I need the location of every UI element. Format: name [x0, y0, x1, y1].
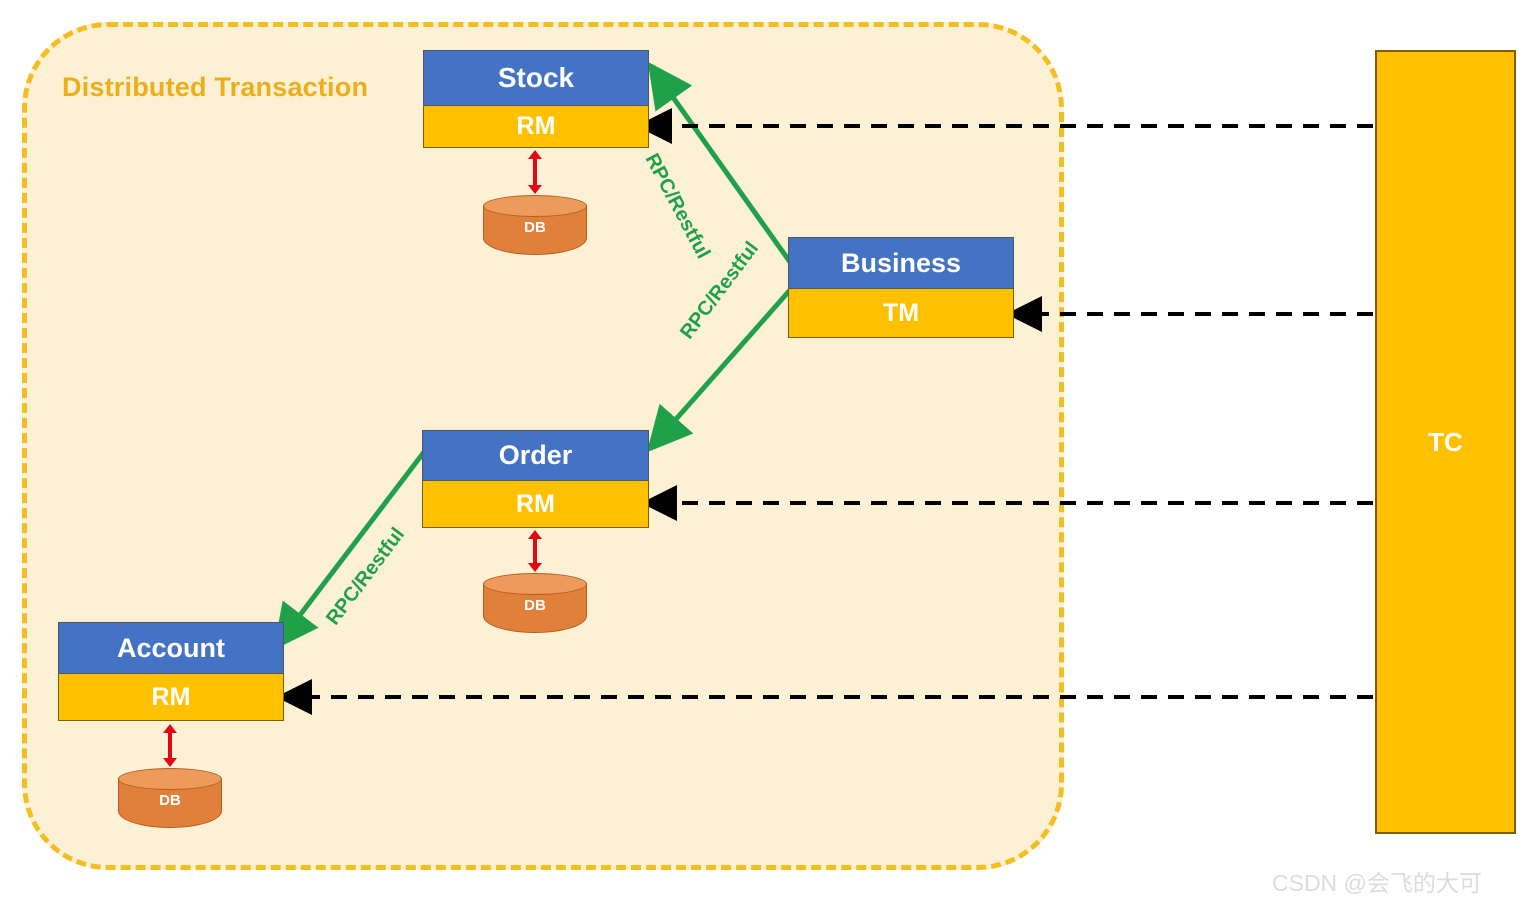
database-label-stock: DB	[524, 219, 546, 236]
database-label-order: DB	[524, 597, 546, 614]
rpc-arrow-business-stock	[647, 61, 793, 264]
database-cylinder-order: DB	[483, 573, 587, 633]
db-link-arrow-account	[163, 724, 177, 767]
service-box-stock[interactable]: Stock RM	[423, 50, 649, 148]
arrow-head-down-icon	[528, 185, 542, 194]
arrow-head-up-icon	[163, 724, 177, 733]
service-name-account: Account	[58, 622, 284, 674]
service-role-business: TM	[788, 289, 1014, 338]
service-box-business[interactable]: Business TM	[788, 237, 1014, 338]
database-label-account: DB	[159, 792, 181, 809]
service-role-order: RM	[422, 481, 649, 528]
arrow-head-up-icon	[528, 150, 542, 159]
watermark-text: CSDN @会飞的大可	[1272, 870, 1482, 896]
service-box-account[interactable]: Account RM	[58, 622, 284, 721]
transaction-coordinator-label: TC	[1428, 426, 1463, 457]
service-role-stock: RM	[423, 106, 649, 148]
service-name-order: Order	[422, 430, 649, 481]
rpc-arrow-order-account	[273, 450, 426, 650]
service-name-stock: Stock	[423, 50, 649, 106]
arrow-shaft	[168, 730, 172, 761]
db-link-arrow-stock	[528, 150, 542, 194]
db-link-arrow-order	[528, 530, 542, 572]
cylinder-top	[118, 768, 222, 790]
database-cylinder-account: DB	[118, 768, 222, 828]
arrow-head-up-icon	[528, 530, 542, 539]
rpc-arrow-business-order	[646, 288, 792, 453]
arrow-shaft	[533, 536, 537, 566]
distributed-transaction-title: Distributed Transaction	[62, 72, 369, 102]
arrow-head-down-icon	[163, 758, 177, 767]
transaction-coordinator-box[interactable]: TC	[1375, 50, 1516, 834]
cylinder-top	[483, 195, 587, 217]
service-name-business: Business	[788, 237, 1014, 289]
service-box-order[interactable]: Order RM	[422, 430, 649, 528]
cylinder-top	[483, 573, 587, 595]
service-role-account: RM	[58, 674, 284, 721]
arrow-head-down-icon	[528, 563, 542, 572]
database-cylinder-stock: DB	[483, 195, 587, 255]
arrow-shaft	[533, 156, 537, 188]
